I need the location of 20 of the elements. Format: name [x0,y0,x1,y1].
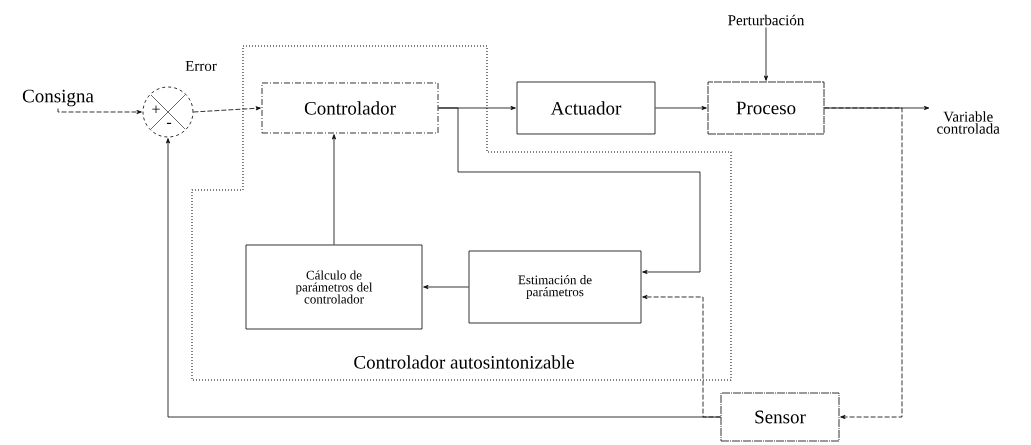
calculation-box: Cálculo de parámetros del controlador [245,244,423,330]
arrow [642,295,721,418]
disturbance-label: Perturbación [728,14,805,26]
summing-junction: + - [142,86,194,138]
input-label: Consigna [22,89,94,107]
arrow [57,108,142,114]
arrow [423,285,469,289]
sensor-box: Sensor [720,392,840,442]
actuator-box: Actuador [516,81,656,135]
process-box: Proceso [707,81,825,135]
output-label: Variable controlada [937,111,1000,134]
arrow [824,107,903,419]
arrow [332,134,336,245]
arrow [193,106,261,113]
error-label: Error [185,61,217,71]
controller-box: Controlador [261,82,439,134]
arrow [764,27,768,81]
arrow [655,106,707,110]
arrow [438,107,701,274]
estimation-box: Estimación de parámetros [468,250,642,324]
